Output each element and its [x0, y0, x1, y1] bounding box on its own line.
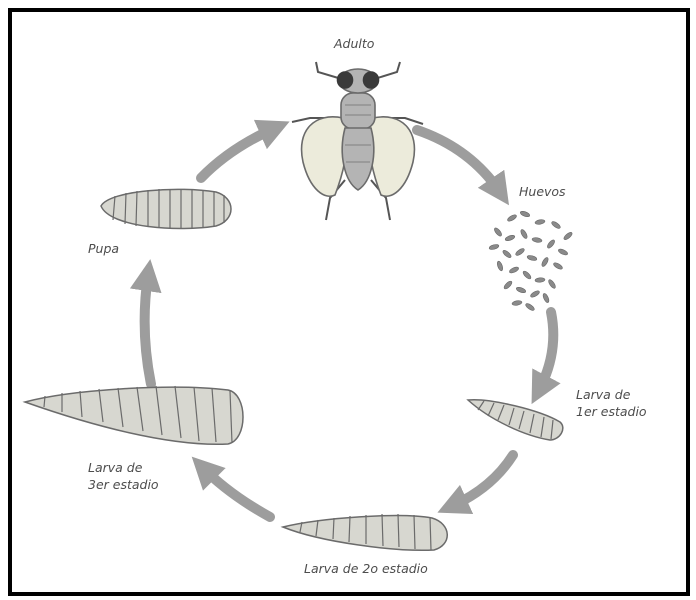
arrow-eggs-to-larva1 — [539, 312, 553, 390]
label-larva1: Larva de 1er estadio — [576, 386, 647, 420]
label-pupa: Pupa — [88, 240, 119, 257]
larva3-icon — [25, 386, 243, 444]
arrow-larva2-to-larva3 — [203, 468, 270, 517]
arrow-larva3-to-pupa — [145, 275, 151, 384]
fly-adult-icon — [292, 62, 423, 220]
label-adult: Adulto — [334, 35, 374, 52]
larva1-icon — [468, 400, 563, 440]
cycle-arrows — [145, 128, 554, 517]
label-larva3: Larva de 3er estadio — [88, 459, 159, 493]
eggs-cluster-icon — [489, 210, 574, 311]
larva2-icon — [283, 514, 447, 550]
label-eggs: Huevos — [519, 183, 566, 200]
arrow-adult-to-eggs — [417, 130, 500, 192]
label-larva2: Larva de 2o estadio — [304, 560, 428, 577]
pupa-icon — [101, 189, 231, 229]
arrow-pupa-to-adult — [201, 128, 275, 178]
arrow-larva1-to-larva2 — [452, 455, 513, 506]
